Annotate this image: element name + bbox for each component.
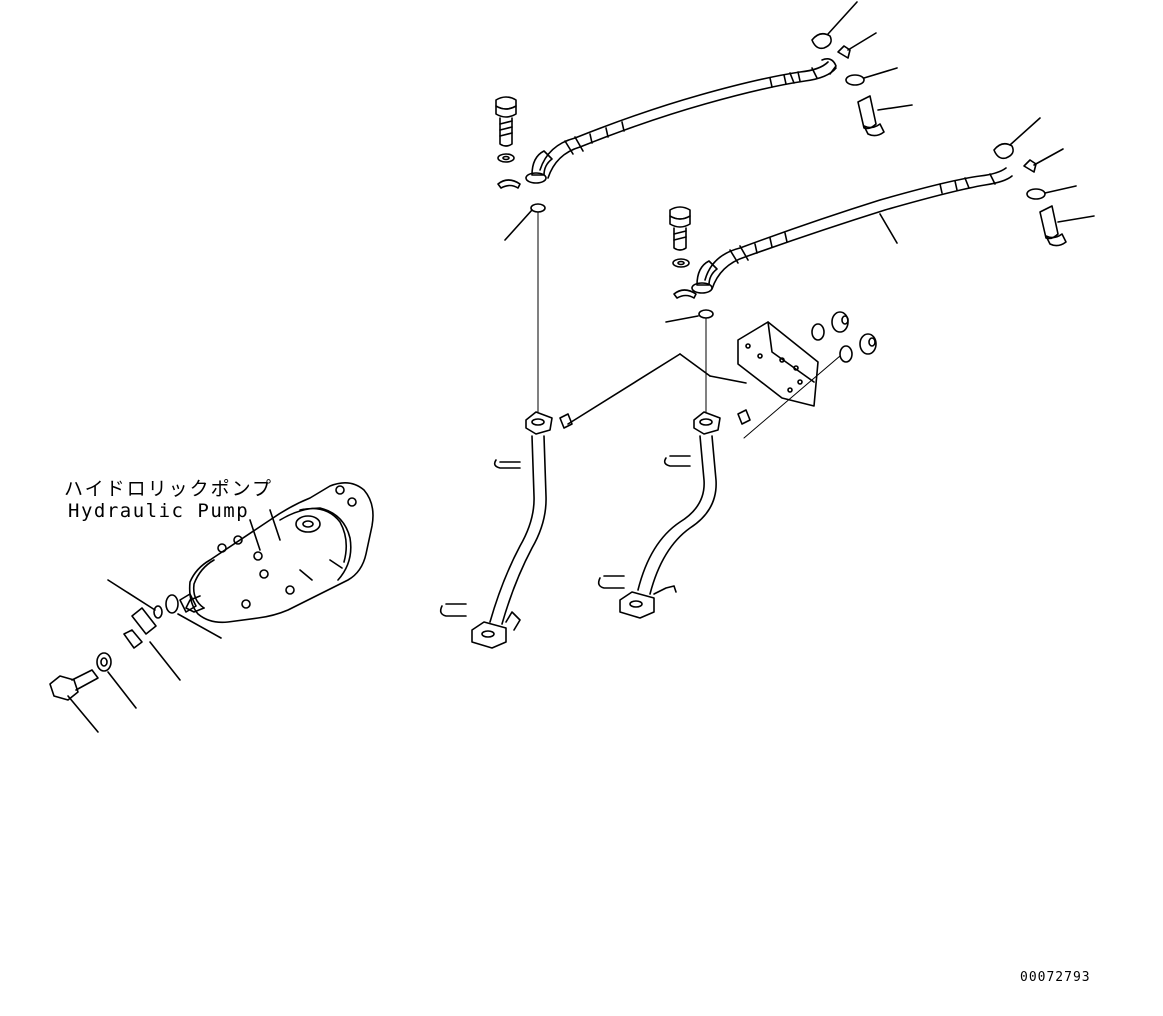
fittings-upper-right: [812, 2, 912, 136]
pump-label-en: Hydraulic Pump: [68, 500, 250, 522]
o-ring-left: [505, 204, 545, 412]
o-ring-right: [666, 310, 713, 412]
steel-pipe-right: [599, 410, 750, 618]
pump-label-jp: ハイドロリックポンプ: [64, 478, 274, 500]
fittings-lower-right: [994, 118, 1094, 246]
steel-pipe-left: [441, 412, 572, 648]
mounting-bracket: [568, 312, 876, 438]
upper-hose-right: [692, 168, 1012, 293]
pump-fittings: [50, 608, 180, 732]
bolt-stack-right: [670, 207, 696, 298]
bolt-stack-left: [496, 97, 520, 188]
drawing-number: 00072793: [1020, 970, 1091, 985]
hydraulic-pump: [108, 483, 373, 638]
upper-hose-left: [526, 59, 836, 183]
